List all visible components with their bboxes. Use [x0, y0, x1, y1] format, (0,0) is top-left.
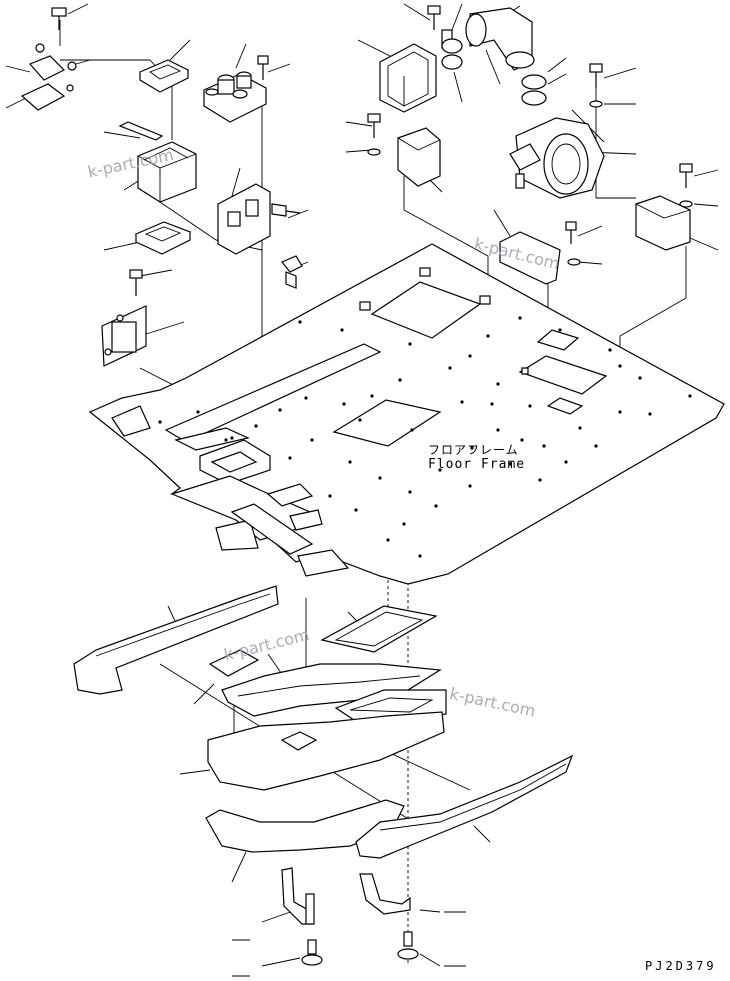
controller-box — [137, 141, 197, 203]
bolt-1 — [51, 7, 67, 30]
blower-unit — [509, 117, 605, 199]
floor-frame-label-en: Floor Frame — [428, 457, 526, 472]
floor-frame-plate — [88, 243, 725, 585]
air-intake-box — [379, 43, 437, 113]
relay-box — [203, 71, 267, 123]
floor-frame-label-jp: フロアフレーム — [428, 443, 519, 457]
top-left-parts — [20, 7, 303, 367]
frame-holes — [158, 316, 692, 558]
duct-elbow — [465, 7, 535, 71]
lower-left-mat — [205, 799, 405, 853]
panel-bracket — [101, 305, 147, 367]
mounting-bracket — [217, 183, 271, 255]
right-side-cover — [355, 754, 574, 859]
left-floor-cover — [73, 585, 279, 695]
top-right-parts — [367, 5, 693, 285]
center-console — [207, 711, 445, 791]
drawing-code: PJ2D379 — [645, 959, 717, 973]
lower-parts — [73, 585, 574, 966]
